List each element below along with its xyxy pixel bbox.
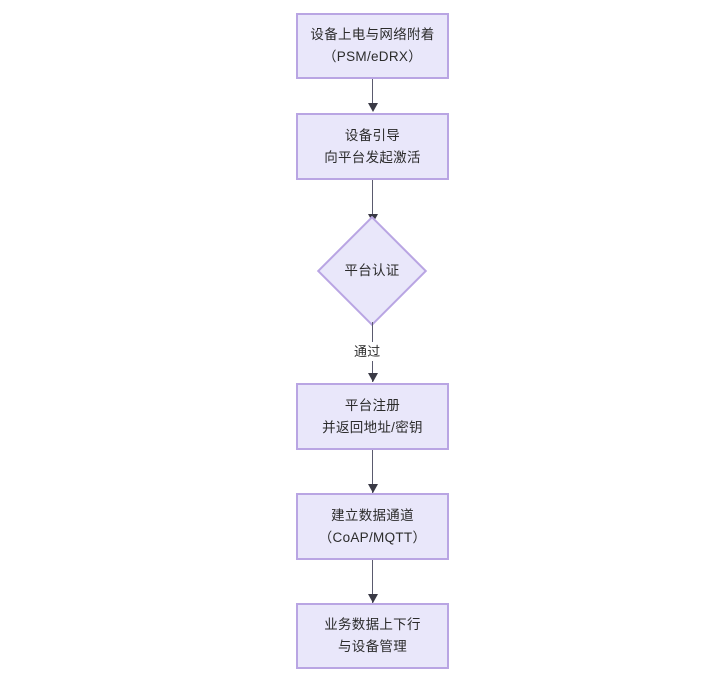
flow-connector-1 [372, 79, 373, 105]
flow-node-power-on-line2: （PSM/eDRX） [322, 49, 423, 64]
flow-node-data-channel-line1: 建立数据通道 [331, 507, 414, 523]
flow-node-platform-register[interactable]: 平台注册 并返回地址/密钥 [296, 383, 449, 450]
flow-node-business-data[interactable]: 业务数据上下行 与设备管理 [296, 603, 449, 669]
flow-node-bootstrap-line2: 向平台发起激活 [324, 149, 421, 165]
flow-connector-2 [372, 180, 373, 218]
flow-arrowhead-4 [368, 484, 378, 493]
flow-edge-label-pass: 通过 [352, 342, 383, 361]
flow-arrowhead-5 [368, 594, 378, 603]
flow-arrowhead-3 [368, 373, 378, 382]
flow-node-bootstrap[interactable]: 设备引导 向平台发起激活 [296, 113, 449, 180]
flow-node-power-on-line1: 设备上电与网络附着 [310, 27, 435, 42]
flow-node-data-channel[interactable]: 建立数据通道 （CoAP/MQTT） [296, 493, 449, 560]
flow-node-platform-register-line1: 平台注册 [344, 397, 401, 413]
flow-node-business-data-line2: 与设备管理 [338, 639, 407, 654]
flow-node-data-channel-line2: （CoAP/MQTT） [318, 529, 427, 545]
flow-node-bootstrap-line1: 设备引导 [344, 127, 401, 143]
flow-node-power-on[interactable]: 设备上电与网络附着 （PSM/eDRX） [296, 13, 449, 79]
flow-node-platform-register-line2: 并返回地址/密钥 [322, 419, 423, 435]
flow-node-platform-auth[interactable]: 平台认证 [316, 215, 428, 327]
flow-arrowhead-1 [368, 103, 378, 112]
flow-connector-5 [372, 560, 373, 603]
flow-node-platform-auth-label: 平台认证 [344, 263, 400, 278]
flow-node-business-data-line1: 业务数据上下行 [324, 617, 421, 632]
flow-connector-4 [372, 450, 373, 493]
